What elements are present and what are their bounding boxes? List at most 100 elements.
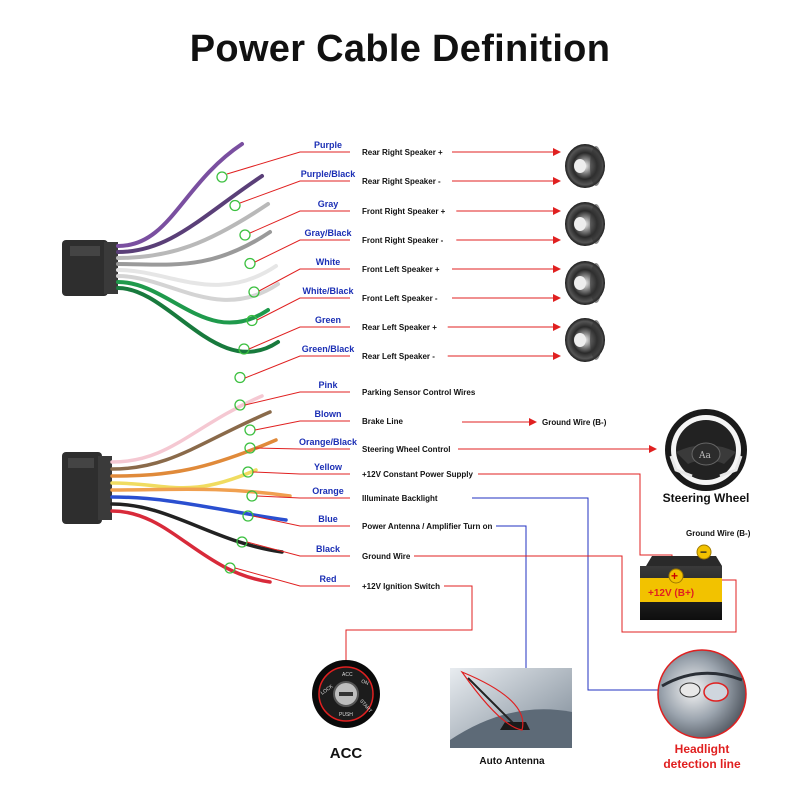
- speaker-icon: [565, 202, 605, 246]
- wire-ring: [234, 371, 246, 384]
- speaker-wire-rings: [216, 171, 260, 384]
- wire-function-label: +12V Constant Power Supply: [362, 470, 473, 479]
- speaker-icon: [565, 318, 605, 362]
- wire-purple: [116, 142, 244, 248]
- ignition-push-text: PUSH: [339, 712, 353, 718]
- wire-color-label: White: [316, 257, 341, 267]
- wire-ring: [216, 171, 228, 183]
- wire-color-label: Blown: [315, 409, 342, 419]
- leader-line: [248, 326, 350, 350]
- power-connector-plug: [62, 452, 102, 524]
- leader-line: [249, 210, 350, 234]
- headlight-image: [657, 649, 747, 739]
- wire-color-label: Blue: [318, 514, 338, 524]
- leader-line: [244, 391, 350, 406]
- wire-color-label: Purple: [314, 140, 342, 150]
- wire-function-label: +12V Ignition Switch: [362, 582, 440, 591]
- headlight-label-line1: Headlight: [675, 742, 730, 756]
- acc-ignition-image: LOCK ACC ON START PUSH: [312, 660, 380, 728]
- leader-line: [244, 355, 350, 379]
- wire-color-label: Orange/Black: [299, 437, 358, 447]
- leader-line: [254, 420, 350, 431]
- leader-line: [258, 268, 350, 292]
- headlight-label-line2: detection line: [663, 757, 741, 771]
- wire-function-label: Steering Wheel Control: [362, 445, 450, 454]
- battery-image: Ground Wire (B-) + − +12V (B+): [640, 529, 751, 620]
- wire-function-label: Brake Line: [362, 417, 403, 426]
- wire-purple-black: [116, 174, 264, 254]
- leader-line: [239, 180, 350, 204]
- leader-line: [256, 495, 350, 499]
- auto-antenna-label: Auto Antenna: [479, 756, 545, 767]
- wire-gray: [116, 202, 270, 260]
- wire-color-label: Gray: [318, 199, 339, 209]
- wire-green-black: [116, 286, 280, 354]
- wire-white: [116, 264, 278, 287]
- wire-red: [110, 509, 272, 584]
- wire-white-black: [116, 274, 280, 302]
- wire-function-label: Front Right Speaker +: [362, 207, 446, 216]
- wire-function-label: Rear Left Speaker +: [362, 323, 437, 332]
- wire-gray-black: [116, 230, 272, 267]
- wire-color-label: Gray/Black: [304, 228, 352, 238]
- wire-function-label: Rear Left Speaker -: [362, 352, 435, 361]
- leader-line: [252, 471, 350, 475]
- speaker-icon: [565, 261, 605, 305]
- svg-text:−: −: [700, 545, 707, 559]
- leader-line: [226, 151, 350, 175]
- wire-function-label: Front Left Speaker -: [362, 294, 438, 303]
- steering-wheel-label: Steering Wheel: [663, 491, 750, 505]
- svg-text:Aa: Aa: [698, 451, 711, 461]
- leader-line: [246, 541, 350, 557]
- leader-line: [252, 515, 350, 527]
- wire-color-label: White/Black: [302, 286, 354, 296]
- battery-ground-label: Ground Wire (B-): [686, 529, 751, 538]
- wire-function-label: Ground Wire: [362, 552, 411, 561]
- leader-line: [254, 447, 350, 450]
- speaker-icon: [565, 144, 605, 188]
- leader-line: [254, 239, 350, 263]
- wire-function-label: Rear Right Speaker -: [362, 177, 441, 186]
- wire-color-label: Purple/Black: [301, 169, 357, 179]
- ignition-acc-text: ACC: [342, 672, 353, 678]
- speaker-wire-bundle: [116, 142, 280, 354]
- wire-function-label: Parking Sensor Control Wires: [362, 388, 476, 397]
- wire-function-label: Illuminate Backlight: [362, 494, 438, 503]
- wire-yellow: [110, 468, 258, 490]
- wire-orange: [110, 487, 292, 498]
- wire-black: [110, 502, 284, 554]
- wire-pink: [110, 394, 264, 464]
- wire-function-label: Power Antenna / Amplifier Turn on: [362, 522, 492, 531]
- page-title: Power Cable Definition: [189, 28, 611, 70]
- wire-color-label: Pink: [318, 380, 338, 390]
- wire-ring: [239, 229, 251, 241]
- leader-line: [256, 297, 350, 321]
- wire-orange-black: [110, 438, 278, 478]
- wire-function-label: Front Left Speaker +: [362, 265, 440, 274]
- wire-ring: [248, 286, 260, 298]
- wire-color-label: Orange: [312, 486, 344, 496]
- wire-green: [116, 280, 270, 325]
- acc-label: ACC: [330, 745, 363, 762]
- wire-color-label: Red: [319, 574, 336, 584]
- wire-ring: [246, 314, 258, 327]
- wire-blue: [110, 495, 288, 522]
- ignition-on-text: ON: [360, 679, 369, 687]
- wire-ring: [244, 257, 256, 270]
- wire-color-label: Green/Black: [302, 344, 356, 354]
- wire-color-label: Black: [316, 544, 341, 554]
- brake-ground-label: Ground Wire (B-): [542, 418, 607, 427]
- battery-plus-label: +12V (B+): [648, 588, 694, 599]
- wire-function-label: Rear Right Speaker +: [362, 148, 443, 157]
- wire-ring: [244, 424, 256, 436]
- auto-antenna-image: [450, 668, 572, 748]
- wire-blown: [110, 410, 272, 471]
- wire-color-label: Green: [315, 315, 341, 325]
- wire-function-label: Front Right Speaker -: [362, 236, 444, 245]
- leader-line: [234, 567, 350, 587]
- wire-ring: [229, 199, 241, 212]
- wire-color-label: Yellow: [314, 462, 343, 472]
